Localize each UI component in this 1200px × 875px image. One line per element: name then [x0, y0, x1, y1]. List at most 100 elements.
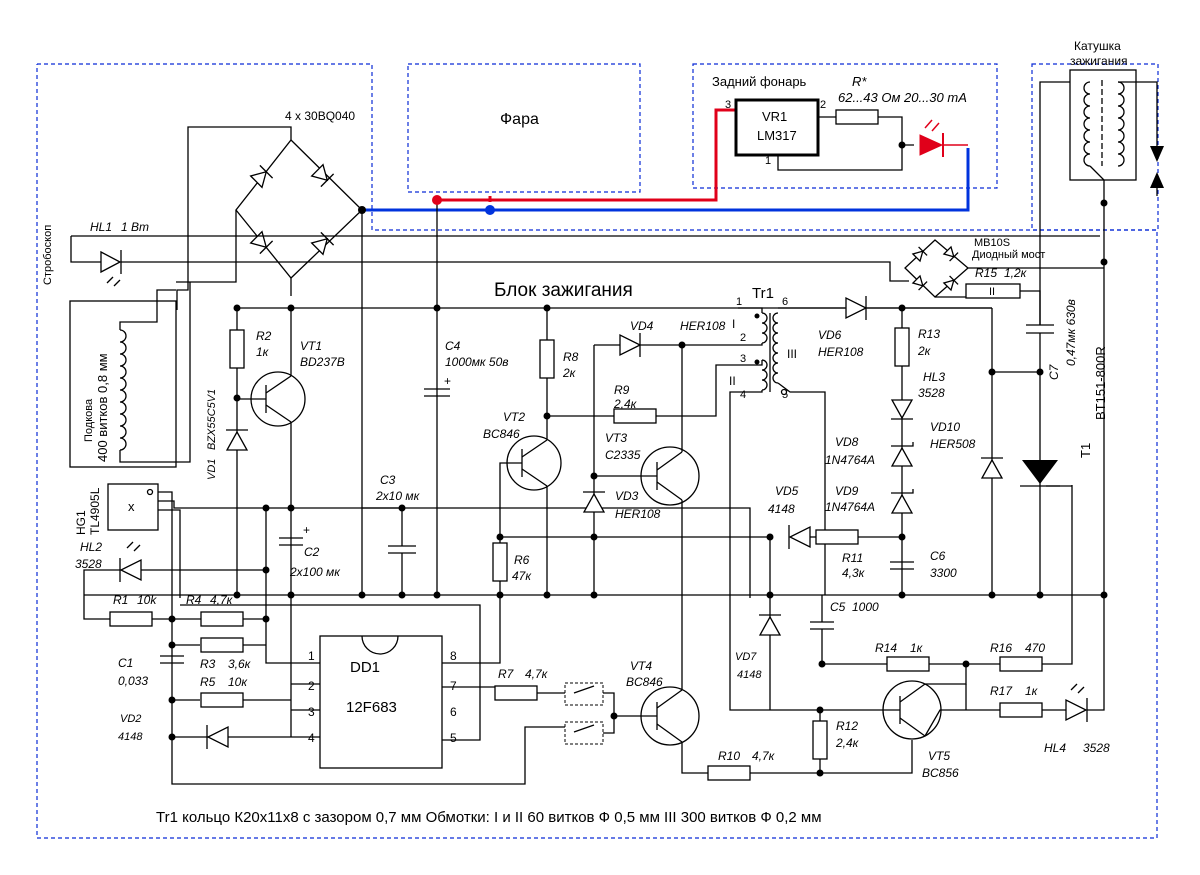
tr1-winding-2: II: [729, 374, 736, 388]
c6-ref: C6: [930, 549, 946, 563]
r17-ref: R17: [990, 684, 1013, 698]
vt4-part: BC846: [626, 675, 663, 689]
ignition-unit-label: Блок зажигания: [494, 280, 633, 301]
vd6-part: HER108: [818, 345, 864, 359]
tr1-winding-3: III: [787, 347, 797, 361]
svg-text:+: +: [444, 374, 451, 388]
r15-ref: R15: [975, 266, 997, 280]
r13-ref: R13: [918, 327, 940, 341]
r6-val: 47к: [512, 569, 532, 583]
r11-ref: R11: [842, 551, 863, 565]
tail-led-icon: [919, 134, 944, 156]
t1-part: BT151-800R: [1093, 346, 1108, 420]
dd1-pin-6: 6: [450, 705, 457, 719]
c4-val: 1000мк 50в: [445, 355, 509, 369]
vt3-part: C2335: [605, 448, 641, 462]
hl2-ref: HL2: [80, 540, 102, 554]
vd6-ref: VD6: [818, 328, 842, 342]
vr1-ref: VR1: [762, 109, 787, 124]
vt5-ref: VT5: [928, 749, 950, 763]
r4-ref: R4: [186, 593, 202, 607]
svg-text:II: II: [989, 286, 995, 298]
tr1-pin-1: 1: [736, 296, 742, 308]
tr1-ref: Tr1: [752, 285, 774, 302]
r2-ref: R2: [256, 329, 272, 343]
lm317-regulator: [734, 98, 820, 157]
r8-ref: R8: [563, 350, 579, 364]
vt2-part: BC846: [483, 427, 520, 441]
c7-ref: C7: [1047, 363, 1061, 380]
rectifier-bridge: [235, 139, 363, 279]
rectifier-label: 4 x 30BQ040: [285, 109, 355, 123]
vd7-part: 4148: [737, 669, 762, 681]
dd1-ref: DD1: [350, 659, 380, 676]
r10-val: 4,7к: [752, 749, 776, 763]
c2-val: 2x100 мк: [289, 565, 341, 579]
t1-thyristor-icon: [1022, 460, 1058, 484]
vr1-pin-3: 3: [725, 99, 731, 111]
tail-r-val: 62...43 Ом 20...30 mA: [838, 90, 967, 105]
dd1-pin-3: 3: [308, 705, 315, 719]
vd3-ref: VD3: [615, 489, 639, 503]
r12-val: 2,4к: [835, 736, 860, 750]
svg-text:+: +: [303, 523, 310, 537]
r1-ref: R1: [113, 593, 128, 607]
vr1-pin-1: 1: [765, 155, 771, 167]
hl1-lamp-icon: [100, 250, 122, 274]
r17-val: 1к: [1025, 684, 1039, 698]
tr1-pin-6: 6: [782, 296, 788, 308]
hl2-val: 3528: [75, 557, 102, 571]
tr1-pin-4: 4: [740, 389, 746, 401]
c5-ref: C5: [830, 600, 846, 614]
c1-ref: C1: [118, 656, 133, 670]
r3-val: 3,6к: [228, 657, 252, 671]
vt5-part: BC856: [922, 766, 959, 780]
vd4-part: HER108: [680, 319, 726, 333]
vd9-part: 1N4764A: [825, 500, 875, 514]
magneto-label-2: 400 витков 0,8 мм: [95, 353, 110, 462]
r11-val: 4,3к: [842, 566, 866, 580]
vd2-ref: VD2: [120, 713, 141, 725]
tr1-winding-1: I: [732, 317, 735, 331]
r7-ref: R7: [498, 667, 515, 681]
vd8-ref: VD8: [835, 435, 859, 449]
r7-val: 4,7к: [525, 667, 549, 681]
r6-ref: R6: [514, 553, 530, 567]
magneto-label-1: Подкова: [83, 398, 95, 442]
vr1-pin-2: 2: [820, 99, 826, 111]
vd3-part: HER108: [615, 507, 661, 521]
strobe-label: Стробоскоп: [42, 225, 54, 285]
r14-val: 1к: [910, 641, 924, 655]
dd1-pin-4: 4: [308, 731, 315, 745]
r12-ref: R12: [836, 719, 858, 733]
dd1-pin-8: 8: [450, 649, 457, 663]
vd4-ref: VD4: [630, 319, 654, 333]
vt1-ref: VT1: [300, 339, 322, 353]
r4-val: 4,7к: [210, 593, 234, 607]
vt3-ref: VT3: [605, 431, 627, 445]
hl1-ref: HL1: [90, 220, 112, 234]
r5-ref: R5: [200, 675, 216, 689]
r2-val: 1к: [256, 345, 270, 359]
hl3-val: 3528: [918, 386, 945, 400]
r16-val: 470: [1025, 641, 1045, 655]
r10-ref: R10: [718, 749, 740, 763]
tr1-pin-2: 2: [740, 332, 746, 344]
bridge-name: Диодный мост: [972, 249, 1045, 261]
c1-val: 0,033: [118, 674, 148, 688]
tr1-pin-5: 5: [782, 389, 788, 401]
hl1-val: 1 Вт: [121, 220, 149, 234]
r16-ref: R16: [990, 641, 1012, 655]
hg1-mark: x: [128, 499, 135, 514]
vd8-part: 1N4764A: [825, 453, 875, 467]
vd1-part: BZX55C5V1: [206, 389, 218, 450]
hl4-ref: HL4: [1044, 741, 1066, 755]
c4-ref: C4: [445, 339, 461, 353]
vd9-ref: VD9: [835, 484, 859, 498]
t1-ref: T1: [1078, 443, 1093, 458]
dd1-microcontroller: [319, 635, 443, 769]
c7-val: 0,47мк 630в: [1064, 299, 1078, 366]
dd1-pin-2: 2: [308, 679, 315, 693]
transformer-footnote: Tr1 кольцо К20x11x8 с зазором 0,7 мм Обм…: [156, 809, 822, 826]
bridge-part: MB10S: [974, 237, 1010, 249]
